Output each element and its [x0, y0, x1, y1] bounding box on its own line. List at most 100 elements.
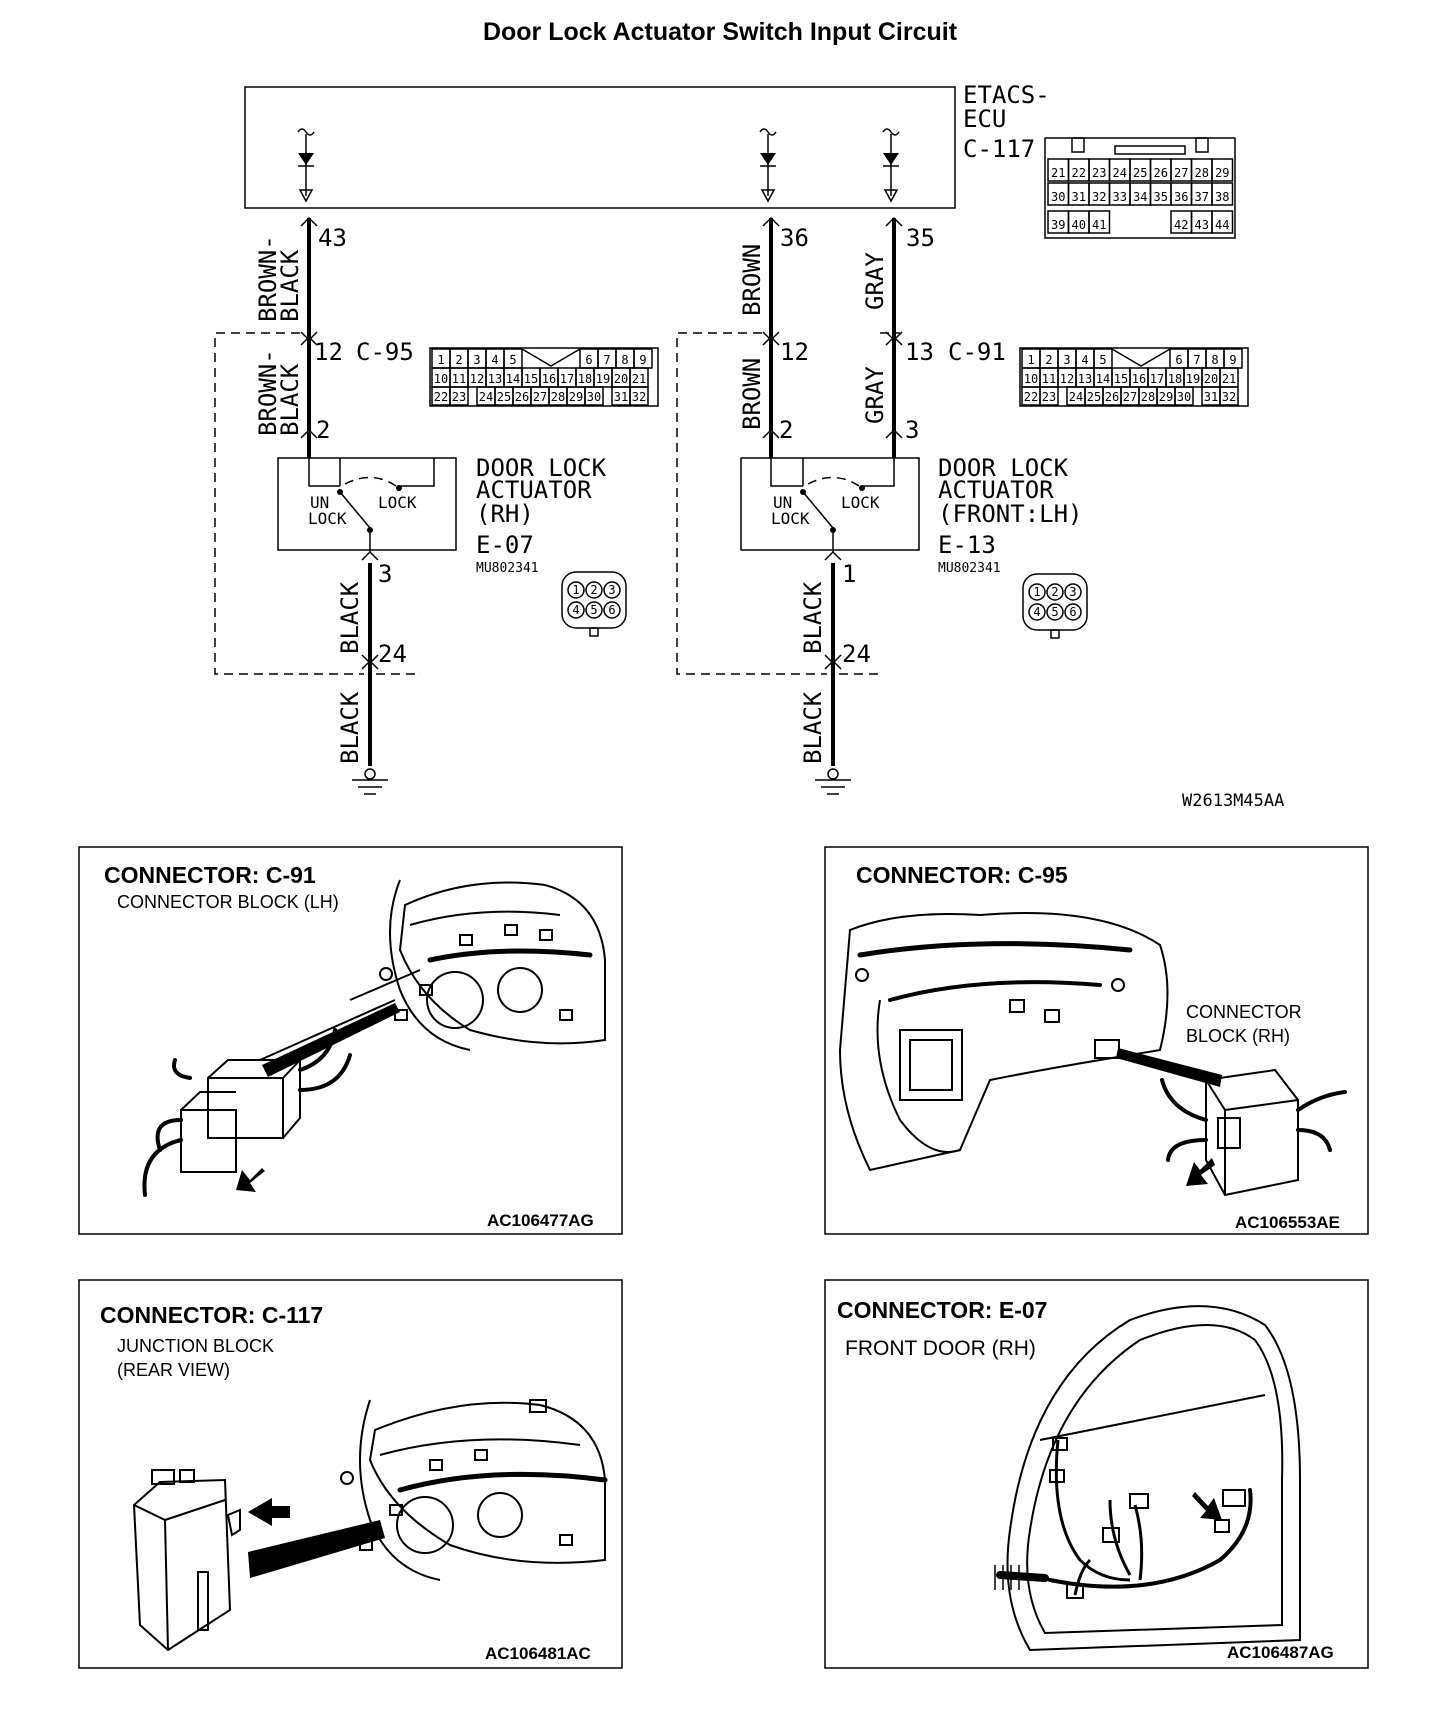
c91-pin-8: 8	[1211, 353, 1218, 367]
connector-c95-label: C-95	[356, 338, 414, 366]
c117-pin-37: 37	[1195, 190, 1209, 204]
rh-color-upper-2: BLACK	[276, 249, 304, 322]
panel-c95-title: CONNECTOR: C-95	[856, 862, 1068, 888]
rh-color-lower: BLACK	[336, 581, 364, 654]
lh-actuator-code: E-13	[938, 531, 996, 559]
lh-color-gray-mid: GRAY	[861, 366, 889, 424]
c117-pin-25: 25	[1133, 166, 1147, 180]
lh-color-ground: BLACK	[799, 691, 827, 764]
c117-pin-29: 29	[1215, 166, 1229, 180]
dashboard-lh-drawing	[259, 879, 606, 1061]
rh-actuator-pin-3: 3	[608, 583, 615, 597]
rh-actuator-line1: DOOR LOCK	[476, 454, 607, 482]
c91-pin-25: 25	[1087, 390, 1101, 404]
rh-actuator-line2: ACTUATOR	[476, 476, 592, 504]
c91-pin-20: 20	[1204, 372, 1218, 386]
panel-c95-connector-label-1: CONNECTOR	[1186, 1002, 1302, 1022]
c95-pin-14: 14	[506, 372, 520, 386]
c95-pin-26: 26	[515, 390, 529, 404]
lh-pin-35: 35	[906, 224, 935, 252]
c95-pin-3: 3	[473, 353, 480, 367]
c91-pin-22: 22	[1024, 390, 1038, 404]
dashboard-junction-drawing	[340, 1399, 608, 1581]
c117-pin-31: 31	[1072, 190, 1086, 204]
c117-pin-44: 44	[1215, 218, 1229, 232]
connector-c91-label: C-91	[948, 338, 1006, 366]
c117-pin-36: 36	[1174, 190, 1188, 204]
c91-pin-9: 9	[1229, 353, 1236, 367]
lh-pin-3: 3	[905, 416, 919, 444]
ecu-name-line1: ETACS-	[963, 81, 1050, 109]
c117-pin-41: 41	[1092, 218, 1106, 232]
c91-pin-7: 7	[1193, 353, 1200, 367]
c95-pin-24: 24	[479, 390, 493, 404]
c95-pin-23: 23	[452, 390, 466, 404]
c95-pin-17: 17	[560, 372, 574, 386]
c91-pin-14: 14	[1096, 372, 1110, 386]
panel-c91-subtitle: CONNECTOR BLOCK (LH)	[117, 892, 339, 912]
panel-c91-code: AC106477AG	[487, 1211, 594, 1230]
c95-pin-11: 11	[452, 372, 466, 386]
lh-pin-24: 24	[842, 640, 871, 668]
page-title: Door Lock Actuator Switch Input Circuit	[483, 18, 958, 46]
c95-pin-25: 25	[497, 390, 511, 404]
c95-pin-7: 7	[603, 353, 610, 367]
panel-e07-title: CONNECTOR: E-07	[837, 1297, 1047, 1323]
c117-pin-32: 32	[1092, 190, 1106, 204]
rh-switch-unlock-1: UN	[310, 493, 329, 512]
lh-switch-unlock-1: UN	[773, 493, 792, 512]
connector-c95-closeup	[1116, 1048, 1347, 1197]
rh-ground-icon	[352, 768, 388, 795]
rh-door-boundary	[214, 332, 364, 675]
c117-pin-35: 35	[1154, 190, 1168, 204]
panel-c117-subtitle-1: JUNCTION BLOCK	[117, 1336, 274, 1356]
c91-pin-4: 4	[1081, 353, 1088, 367]
lh-actuator-line2: ACTUATOR	[938, 476, 1054, 504]
c91-pin-32: 32	[1222, 390, 1236, 404]
dashboard-rh-drawing	[838, 912, 1169, 1172]
c91-pin-2: 2	[1045, 353, 1052, 367]
lh-pin-13: 13	[905, 338, 934, 366]
c91-pin-17: 17	[1150, 372, 1164, 386]
rh-switch-lock: LOCK	[378, 493, 417, 512]
c117-pin-42: 42	[1174, 218, 1188, 232]
c95-pin-20: 20	[614, 372, 628, 386]
c91-pin-24: 24	[1069, 390, 1083, 404]
c117-pin-24: 24	[1113, 166, 1127, 180]
lh-pin-2: 2	[779, 416, 793, 444]
c91-pin-31: 31	[1204, 390, 1218, 404]
panel-c95-code: AC106553AE	[1235, 1213, 1340, 1232]
c91-pin-27: 27	[1123, 390, 1137, 404]
c95-pin-31: 31	[614, 390, 628, 404]
c95-pin-12: 12	[470, 372, 484, 386]
rh-circuit: 43 BROWN- BLACK 12 C-95 BROWN- BLACK 2 3…	[214, 216, 627, 795]
c117-pin-23: 23	[1092, 166, 1106, 180]
c91-pin-19: 19	[1186, 372, 1200, 386]
c95-pin-10: 10	[434, 372, 448, 386]
c91-pin-26: 26	[1105, 390, 1119, 404]
c95-pin-29: 29	[569, 390, 583, 404]
c91-pin-13: 13	[1078, 372, 1092, 386]
c91-pin-3: 3	[1063, 353, 1070, 367]
c95-pin-9: 9	[639, 353, 646, 367]
rh-actuator-pin-1: 1	[572, 583, 579, 597]
c95-pin-32: 32	[632, 390, 646, 404]
c95-pin-19: 19	[596, 372, 610, 386]
c117-pin-22: 22	[1072, 166, 1086, 180]
c91-pin-21: 21	[1222, 372, 1236, 386]
c95-pin-21: 21	[632, 372, 646, 386]
c91-pin-11: 11	[1042, 372, 1056, 386]
c95-pin-5: 5	[509, 353, 516, 367]
front-door-drawing	[994, 1305, 1301, 1652]
c117-pin-40: 40	[1072, 218, 1086, 232]
junction-block-closeup	[132, 1469, 385, 1652]
lh-actuator-pin-4: 4	[1033, 605, 1040, 619]
rh-actuator-line3: (RH)	[476, 500, 534, 528]
lh-color-brown-upper: BROWN	[738, 244, 766, 316]
c91-pin-16: 16	[1132, 372, 1146, 386]
rh-color-upper-1: BROWN-	[254, 235, 282, 322]
panel-c117-title: CONNECTOR: C-117	[100, 1302, 323, 1328]
